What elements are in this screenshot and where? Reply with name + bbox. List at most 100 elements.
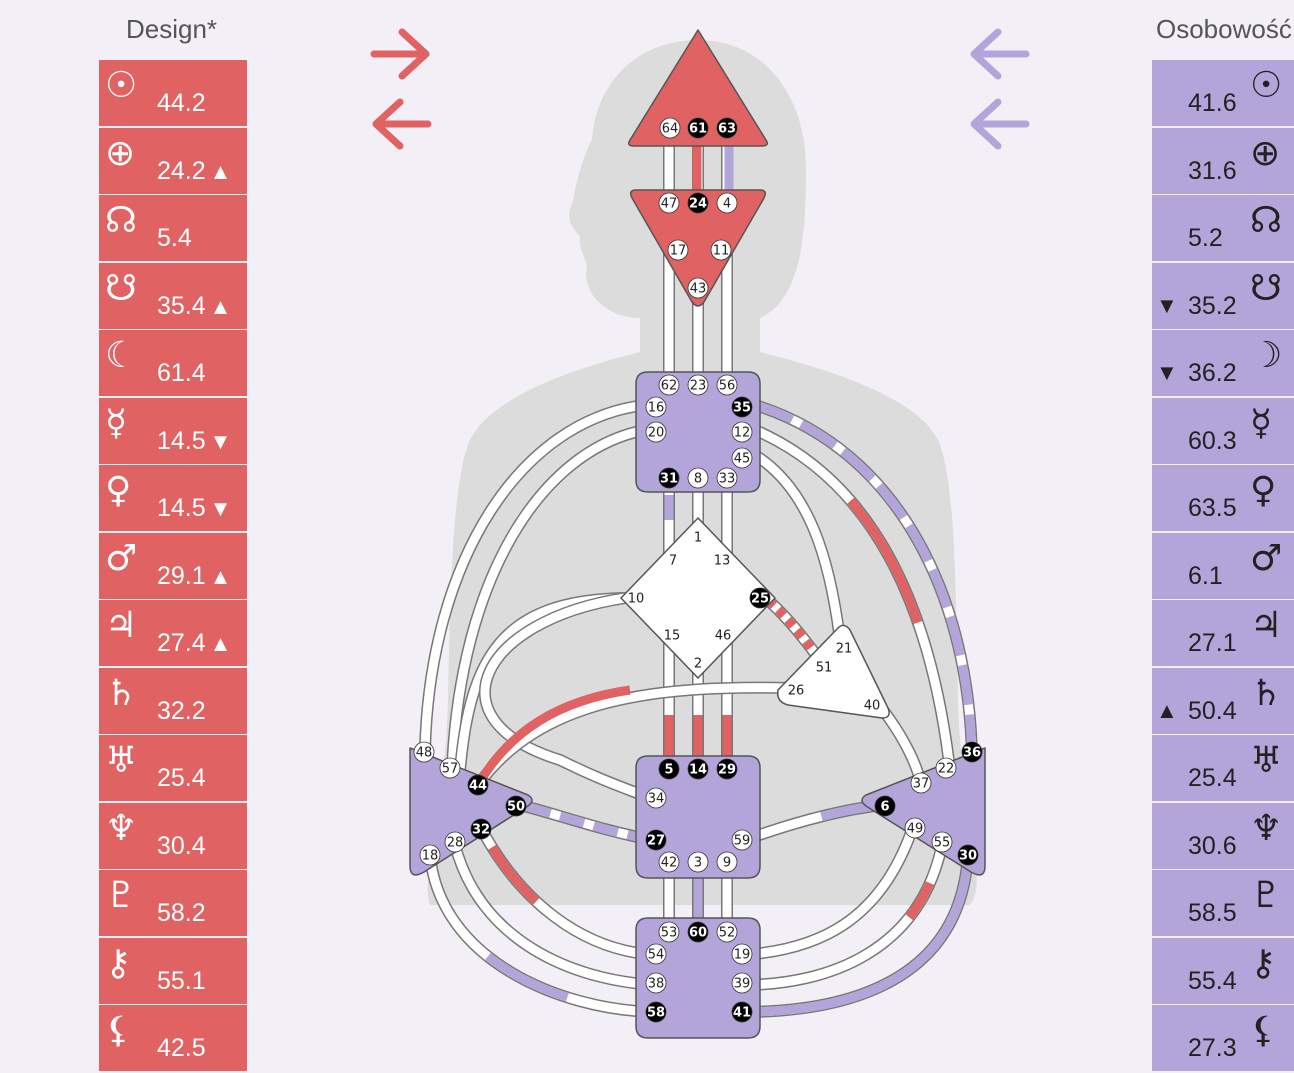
gate-3-label: 3	[694, 856, 702, 871]
personality-row-mars[interactable]: ♂6.1	[1152, 532, 1294, 599]
center-ego	[776, 624, 890, 719]
personality-row-north-node[interactable]: ☊5.2	[1152, 195, 1294, 261]
design-row-chiron[interactable]: ⚷55.1	[99, 937, 247, 1004]
design-row-pluto[interactable]: ♇58.2	[99, 870, 247, 936]
mercury-icon: ☿	[105, 402, 128, 444]
design-row-jupiter[interactable]: ♃27.4▲	[99, 600, 247, 666]
south-node-icon: ☋	[105, 267, 137, 309]
gate-19-circle	[731, 943, 753, 965]
gate-30-label: 30	[959, 849, 977, 864]
personality-row-pluto[interactable]: ♇58.5	[1152, 870, 1294, 936]
personality-value-text: 55.4	[1188, 966, 1237, 995]
gate-55-circle	[931, 831, 953, 853]
gate-42-label: 42	[661, 856, 678, 871]
gate-34-label: 34	[648, 792, 665, 807]
direction-arrow-icon: ▼	[1156, 360, 1178, 385]
design-value: 61.4	[157, 358, 210, 389]
gate-42-circle	[658, 851, 680, 873]
gate-52-circle	[716, 921, 738, 943]
design-value-text: 25.4	[157, 764, 206, 792]
gate-51-label: 51	[816, 661, 833, 676]
design-value: 58.2	[157, 898, 210, 929]
chiron-icon: ⚷	[105, 942, 132, 984]
gate-45-circle	[731, 447, 753, 469]
design-value-text: 32.2	[157, 696, 206, 725]
channel-55-39	[741, 844, 947, 990]
gate-47-circle	[658, 192, 680, 214]
personality-row-jupiter[interactable]: ♃27.1	[1152, 600, 1294, 666]
design-row-south-node[interactable]: ☋35.4▲	[99, 262, 247, 329]
channel-20-57	[447, 425, 646, 771]
gate-44-label: 44	[469, 779, 487, 794]
gate-58-circle	[645, 1001, 667, 1023]
personality-row-saturn[interactable]: ▲♄50.4	[1152, 667, 1294, 734]
personality-arrow-left-icon-2[interactable]	[968, 98, 1030, 150]
personality-row-sun[interactable]: ☉41.6	[1152, 60, 1294, 126]
design-value-text: 24.2	[157, 156, 206, 185]
personality-row-moon[interactable]: ▼☽36.2	[1152, 330, 1294, 396]
gate-31-circle	[658, 467, 680, 489]
design-row-lilith[interactable]: ⚸ 42.5	[99, 1005, 247, 1071]
design-row-mercury[interactable]: ☿14.5▼	[99, 397, 247, 464]
jupiter-icon: ♃	[105, 605, 138, 646]
mercury-icon: ☿	[1250, 402, 1273, 444]
design-row-neptune[interactable]: ♆30.4	[99, 802, 247, 869]
gate-52-label: 52	[719, 926, 736, 941]
design-value: 25.4	[157, 763, 210, 794]
gate-9-label: 9	[723, 856, 731, 871]
gate-43-label: 43	[690, 282, 707, 297]
gate-33-label: 33	[719, 472, 736, 487]
personality-arrow-left-icon[interactable]	[968, 28, 1030, 80]
personality-value-text: 30.6	[1188, 831, 1237, 860]
design-row-moon[interactable]: ☾61.4	[99, 330, 247, 396]
gate-59-label: 59	[734, 834, 751, 849]
personality-row-mercury[interactable]: ☿60.3	[1152, 397, 1294, 464]
personality-row-neptune[interactable]: ♆30.6	[1152, 802, 1294, 869]
gate-3-circle	[687, 851, 709, 873]
personality-row-venus[interactable]: ♀63.5	[1152, 465, 1294, 531]
personality-value: 63.5	[1188, 493, 1237, 523]
direction-arrow-icon: ▲	[209, 293, 232, 319]
design-value-text: 29.1	[157, 561, 206, 590]
design-row-mars[interactable]: ♂29.1▲	[99, 532, 247, 599]
personality-row-earth[interactable]: ⊕31.6	[1152, 127, 1294, 194]
center-root	[635, 917, 761, 1039]
lilith-icon: ⚸	[105, 1010, 132, 1051]
design-arrow-right-icon[interactable]	[370, 28, 432, 80]
neptune-icon: ♆	[105, 807, 138, 849]
personality-value-text: 35.2	[1188, 291, 1237, 320]
gate-7-label: 7	[669, 554, 677, 569]
personality-row-south-node[interactable]: ▼☋35.2	[1152, 262, 1294, 329]
design-row-earth[interactable]: ⊕24.2▲	[99, 127, 247, 194]
design-row-venus[interactable]: ♀14.5▼	[99, 465, 247, 531]
sun-icon: ☉	[105, 65, 138, 106]
personality-row-lilith[interactable]: ⚸27.3	[1152, 1005, 1294, 1071]
design-row-north-node[interactable]: ☊ 5.4	[99, 195, 247, 261]
gate-29-circle	[716, 758, 738, 780]
design-arrow-left-icon[interactable]	[370, 98, 432, 150]
gate-12-label: 12	[734, 426, 751, 441]
gate-41-label: 41	[733, 1006, 751, 1021]
design-row-saturn[interactable]: ♄32.2	[99, 667, 247, 734]
design-value-text: 42.5	[157, 1034, 206, 1062]
personality-row-uranus[interactable]: ♅25.4	[1152, 735, 1294, 801]
gate-39-circle	[731, 972, 753, 994]
center-head	[627, 29, 769, 147]
north-node-icon: ☊	[105, 200, 137, 241]
direction-arrow-icon: ▲	[209, 631, 232, 656]
personality-value: 25.4	[1188, 763, 1237, 793]
gate-48-circle	[413, 741, 435, 763]
gate-38-label: 38	[648, 977, 665, 992]
design-row-uranus[interactable]: ♅25.4	[99, 735, 247, 801]
personality-row-chiron[interactable]: ⚷ 55.4	[1152, 937, 1294, 1004]
personality-value: 30.6	[1188, 831, 1237, 861]
gate-37-label: 37	[913, 777, 930, 792]
design-value-text: 5.4	[157, 224, 192, 252]
design-row-sun[interactable]: ☉44.2	[99, 60, 247, 126]
gate-4-label: 4	[723, 197, 731, 212]
chiron-icon: ⚷	[1250, 942, 1277, 984]
gate-43-circle	[687, 277, 709, 299]
gate-40-label: 40	[864, 699, 881, 714]
design-value: 5.4	[157, 223, 196, 254]
